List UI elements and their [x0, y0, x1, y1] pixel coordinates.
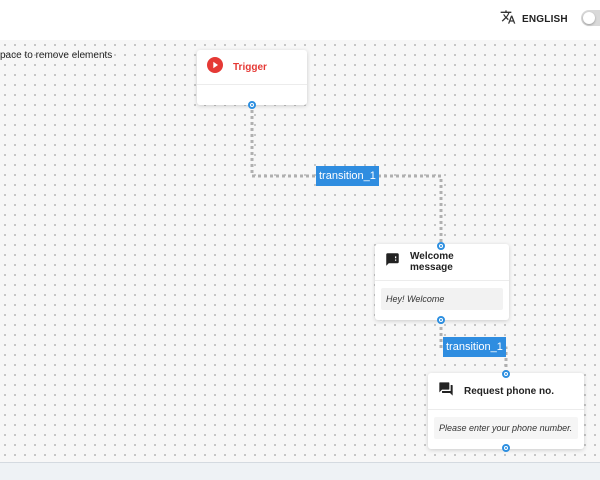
toggle-switch[interactable] [581, 10, 600, 26]
request-title: Request phone no. [464, 385, 554, 397]
trigger-node-header: Trigger [197, 50, 307, 84]
request-node-body: Please enter your phone number. [428, 409, 584, 439]
play-icon [207, 56, 223, 78]
transition-label-2[interactable]: transition_1 [443, 337, 506, 357]
bottom-bar [0, 462, 600, 480]
language-label: ENGLISH [522, 13, 568, 25]
translate-icon [500, 9, 516, 30]
request-input-port[interactable] [502, 370, 510, 378]
trigger-title: Trigger [233, 61, 267, 73]
language-selector[interactable]: ENGLISH [500, 9, 568, 29]
request-message-text: Please enter your phone number. [434, 417, 578, 439]
message-icon [385, 252, 400, 272]
welcome-message-node[interactable]: Welcome message Hey! Welcome [375, 244, 509, 320]
welcome-title: Welcome message [410, 251, 454, 273]
chat-icon [438, 381, 454, 402]
welcome-input-port[interactable] [437, 242, 445, 250]
canvas-hint: pace to remove elements [0, 50, 113, 61]
request-phone-node[interactable]: Request phone no. Please enter your phon… [428, 373, 584, 449]
transition-label-1[interactable]: transition_1 [316, 166, 379, 186]
welcome-node-header: Welcome message [375, 244, 509, 280]
connector-welcome-to-request [439, 321, 508, 373]
top-bar: ENGLISH [0, 0, 600, 40]
trigger-node[interactable]: Trigger [197, 50, 307, 105]
welcome-node-body: Hey! Welcome [375, 280, 509, 310]
welcome-message-text: Hey! Welcome [381, 288, 503, 310]
trigger-output-port[interactable] [248, 101, 256, 109]
trigger-node-body [197, 84, 307, 105]
request-node-header: Request phone no. [428, 373, 584, 409]
request-output-port[interactable] [502, 444, 510, 452]
welcome-output-port[interactable] [437, 316, 445, 324]
connector-trigger-to-welcome [250, 104, 443, 246]
toggle-knob [583, 12, 595, 24]
